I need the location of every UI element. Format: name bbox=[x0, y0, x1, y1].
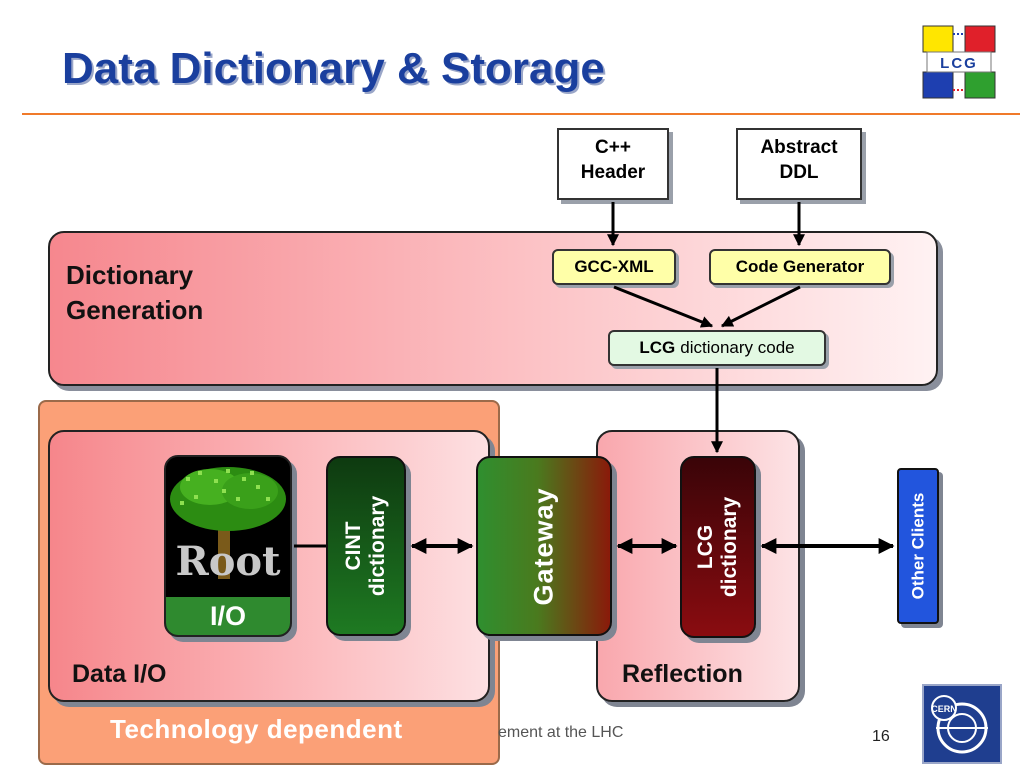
arrow-gccxml-to-lcgcode bbox=[613, 285, 714, 328]
lcg-dictionary-box: LCG dictionary bbox=[680, 456, 756, 638]
cint-dictionary-box: CINT dictionary bbox=[326, 456, 406, 636]
abstract-ddl-line-2: DDL bbox=[779, 162, 819, 183]
abstract-ddl-doc: Abstract DDL bbox=[736, 128, 862, 200]
data-io-label: Data I/O bbox=[72, 660, 167, 688]
cpp-header-line-1: C++ bbox=[595, 137, 631, 158]
page-number: 16 bbox=[872, 728, 890, 745]
lcg-dictionary-code-bold: LCG bbox=[639, 338, 676, 357]
cpp-header-doc: C++ Header bbox=[557, 128, 669, 200]
cern-logo: CERN bbox=[922, 684, 1002, 764]
footer-text: ement at the LHC bbox=[498, 724, 624, 741]
technology-dependent-label: Technology dependent bbox=[110, 714, 403, 744]
arrow-codegen-to-lcgcode bbox=[720, 285, 801, 328]
lcg-logo: LCG bbox=[922, 25, 996, 99]
root-io-label: I/O bbox=[166, 597, 290, 635]
root-logo-text: Root bbox=[175, 538, 281, 585]
root-tree-icon: Root bbox=[166, 457, 290, 597]
cern-logo-text: CERN bbox=[931, 704, 957, 714]
lcg-dictionary-code-rest: dictionary code bbox=[680, 338, 795, 357]
reflection-label: Reflection bbox=[622, 660, 743, 688]
gcc-xml-box: GCC-XML bbox=[552, 249, 676, 285]
code-generator-box: Code Generator bbox=[709, 249, 891, 285]
page-title: Data Dictionary & Storage bbox=[62, 44, 605, 93]
lcg-logo-text: LCG bbox=[940, 55, 978, 72]
root-io-box: Root I/O bbox=[164, 455, 292, 637]
cpp-header-line-2: Header bbox=[580, 162, 646, 183]
gateway-box: Gateway bbox=[476, 456, 612, 636]
lcg-dictionary-code-box: LCG dictionary code bbox=[608, 330, 826, 366]
abstract-ddl-line-1: Abstract bbox=[760, 137, 838, 158]
dictionary-generation-line-2: Generation bbox=[66, 295, 204, 325]
dictionary-generation-label: Dictionary Generation bbox=[66, 258, 203, 328]
title-divider bbox=[22, 113, 1020, 115]
other-clients-box: Other Clients bbox=[897, 468, 939, 624]
dictionary-generation-line-1: Dictionary bbox=[66, 260, 194, 290]
